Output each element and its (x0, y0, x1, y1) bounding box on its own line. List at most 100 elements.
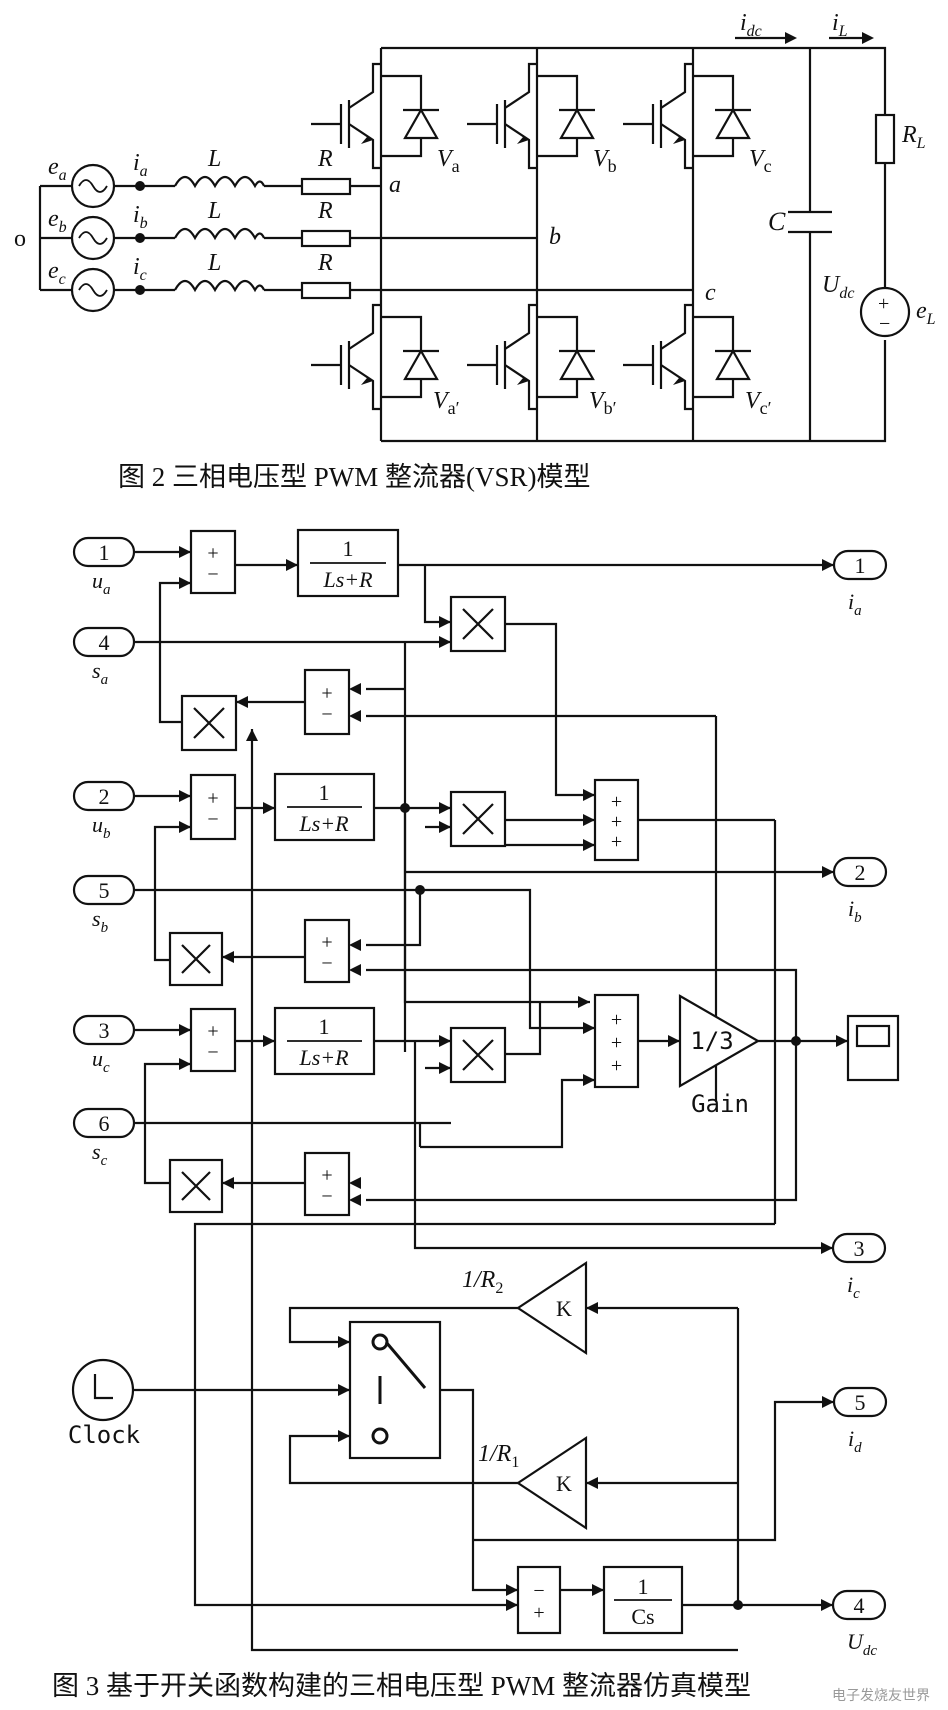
svg-text:ec: ec (48, 258, 66, 288)
capacitor-symbol (788, 210, 832, 234)
current-symbol: i (133, 150, 140, 176)
outport-ic: 3ic (831, 1232, 887, 1302)
switch-sub: c′ (760, 398, 772, 418)
svg-text:1: 1 (638, 1574, 649, 1599)
inductor-label: L (207, 250, 221, 276)
inport-signal: uc (92, 1046, 110, 1076)
signal-arrow (349, 1194, 361, 1206)
il-label: iL (832, 10, 848, 40)
product-block (449, 595, 507, 653)
signal-arrow (349, 939, 361, 951)
inport-ub: 2ub (72, 780, 136, 842)
inport-signal: ua (92, 568, 111, 598)
resistor-label: R (317, 198, 333, 224)
sum-sign: + (611, 1009, 622, 1031)
signal-arrow (179, 1024, 191, 1036)
svg-text:K: K (556, 1296, 572, 1321)
capacitor-label: C (768, 207, 786, 236)
signal-arrow (583, 839, 595, 851)
signal-arrow (583, 814, 595, 826)
signal-arrow (338, 1336, 350, 1348)
signal-arrow (439, 616, 451, 628)
outport-number: 3 (854, 1236, 865, 1261)
sum-block: +− (189, 529, 237, 595)
signal-arrow (439, 802, 451, 814)
signal-arrow (236, 696, 248, 708)
switch-symbol: V (749, 146, 766, 172)
idc-label: idc (740, 10, 762, 40)
inport-number: 1 (99, 540, 110, 565)
inport-sb: 5sb (72, 874, 136, 936)
sum-sign: + (533, 1602, 544, 1624)
dc-source-symbol (859, 286, 911, 338)
figure2-caption: 图 2 三相电压型 PWM 整流器(VSR)模型 (118, 462, 591, 492)
signal-arrow (338, 1430, 350, 1442)
signal-arrow (179, 790, 191, 802)
switch-block (348, 1320, 442, 1460)
signal-arrow (586, 1302, 598, 1314)
signal-arrow (668, 1035, 680, 1047)
outport-signal: id (848, 1426, 862, 1456)
signal-arrow (179, 577, 191, 589)
el-label: eL (916, 298, 936, 328)
signal-arrow (586, 1477, 598, 1489)
signal-arrow (821, 1599, 833, 1611)
sum-block: +− (303, 918, 351, 984)
svg-text:1: 1 (319, 1014, 330, 1039)
inport-signal: sc (92, 1139, 108, 1169)
gain-block: 1/3 Gain (678, 994, 761, 1118)
svg-text:Cs: Cs (631, 1604, 654, 1629)
source-sub: b (59, 219, 67, 236)
outport-number: 4 (854, 1593, 865, 1618)
svg-text:eb: eb (48, 206, 67, 236)
dc-source-minus: − (879, 313, 890, 335)
product-block (168, 931, 224, 987)
node-a-label: a (389, 172, 401, 198)
source-labels: ea eb ec (48, 154, 67, 288)
switch-sub: b (608, 156, 617, 176)
signal-arrow (338, 1384, 350, 1396)
svg-text:Vb′: Vb′ (589, 388, 617, 418)
inductor-label: L (207, 198, 221, 224)
current-sub: a (140, 163, 148, 180)
current-sub: b (140, 215, 148, 232)
switch-sub: b′ (604, 398, 617, 418)
scope-block (846, 1014, 900, 1082)
outport-signal: ib (848, 896, 862, 926)
svg-text:Ls+R: Ls+R (298, 811, 349, 836)
sum-sign: − (533, 1580, 544, 1602)
svg-text:ia: ia (133, 150, 148, 180)
igbt-switch (311, 62, 439, 170)
outport-signal: ia (848, 589, 862, 619)
svg-text:Ls+R: Ls+R (298, 1045, 349, 1070)
dc-source-plus: + (878, 293, 889, 315)
source-symbol: e (48, 258, 59, 284)
inport-uc: 3uc (72, 1014, 136, 1076)
sum-sign: + (611, 831, 622, 853)
svg-text:ea: ea (48, 154, 67, 184)
svg-text:1: 1 (319, 780, 330, 805)
signal-arrow (263, 802, 275, 814)
signal-arrow (439, 821, 451, 833)
inport-signal: sb (92, 906, 109, 936)
figure3-sum-blocks: +−+−+−++++−+−++++−−+ (189, 529, 640, 1635)
inport-ua: 1 ua (72, 536, 136, 598)
signal-arrow (263, 1035, 275, 1047)
svg-text:Vc: Vc (749, 146, 772, 176)
sum-sign: + (207, 543, 218, 565)
current-sub: c (140, 267, 147, 284)
source-sub: c (59, 271, 66, 288)
neutral-label: o (14, 226, 26, 252)
signal-arrow (506, 1584, 518, 1596)
signal-arrow (578, 996, 590, 1008)
switch-symbol: V (745, 388, 762, 414)
svg-text:Va′: Va′ (433, 388, 460, 418)
switch-symbol: V (433, 388, 450, 414)
source-symbol: e (48, 154, 59, 180)
signal-arrow (822, 1396, 834, 1408)
sum-block: +− (303, 1151, 351, 1217)
svg-text:K: K (556, 1471, 572, 1496)
